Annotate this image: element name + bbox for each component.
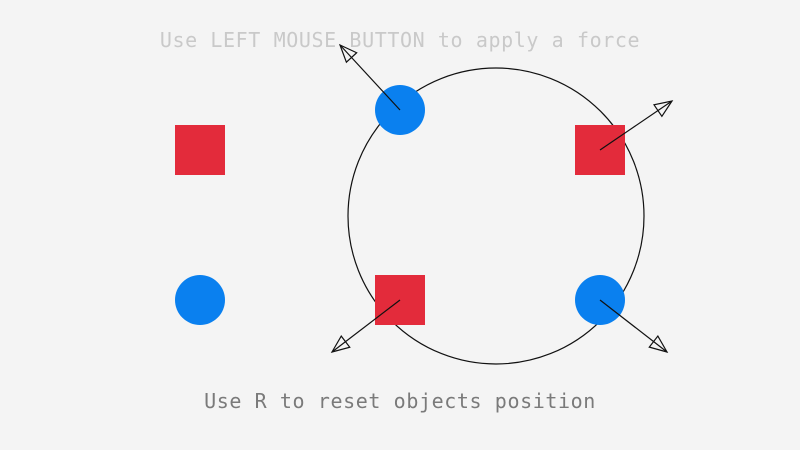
hud-bottom-hint: Use R to reset objects position [204,389,596,413]
force-arrow-box-top-right-head [653,100,674,118]
force-arrow-box-bottom[interactable] [330,299,401,353]
body-box-left[interactable] [175,125,225,175]
force-arrow-ball-bottom-right-head [648,334,669,353]
force-arrow-box-bottom-head [330,335,351,353]
force-arrow-box-top-right-shaft [599,100,673,151]
force-arrow-ball-top-head [338,43,358,64]
force-arrow-ball-top[interactable] [338,43,401,111]
constraint-circle-outline [347,67,645,365]
force-arrow-ball-top-shaft [339,44,401,111]
hud-top-hint: Use LEFT MOUSE BUTTON to apply a force [159,28,641,52]
force-arrow-ball-bottom-right[interactable] [599,299,669,353]
body-ball-bottom-left[interactable] [175,275,225,325]
force-arrow-box-bottom-shaft [331,299,401,353]
force-arrow-ball-bottom-right-shaft [599,299,668,353]
force-arrow-box-top-right[interactable] [599,100,674,151]
